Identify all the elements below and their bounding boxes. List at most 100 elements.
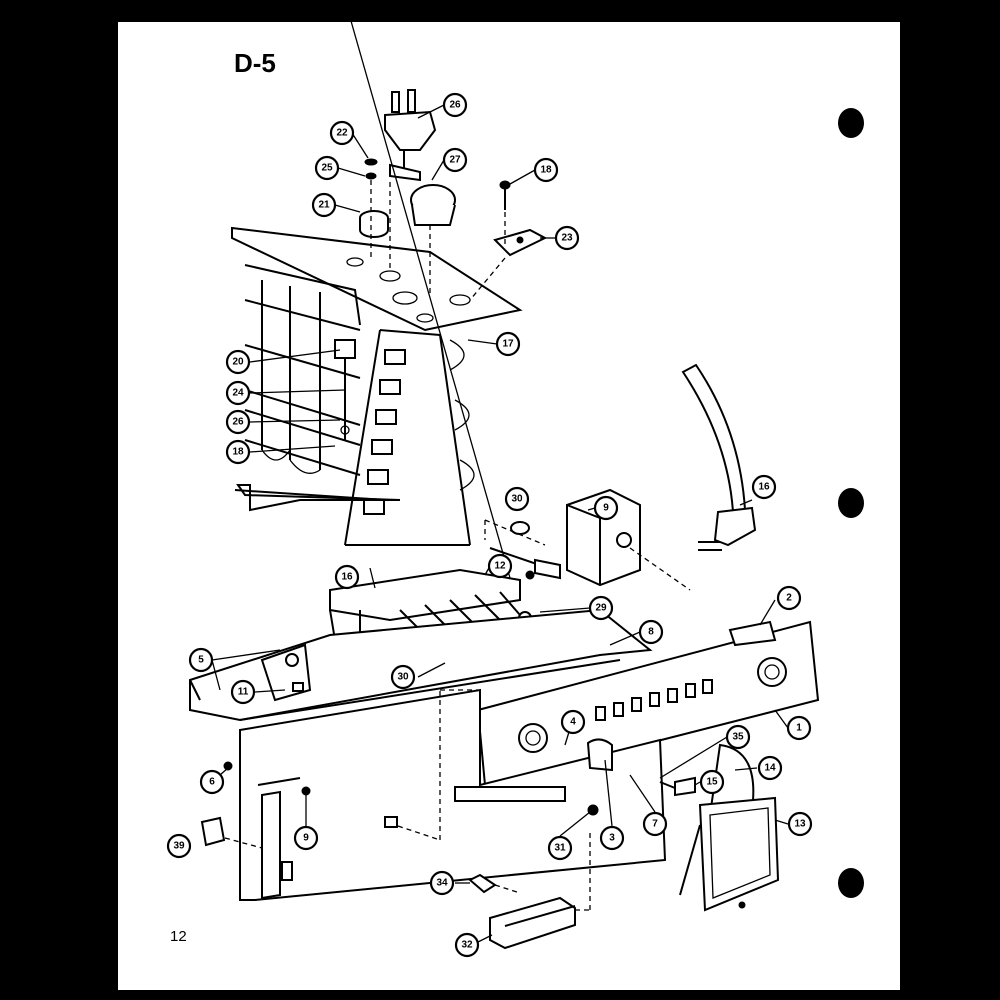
- callout-9: 9: [593, 495, 619, 521]
- callout-label: 29: [595, 603, 607, 614]
- callout-label: 5: [198, 655, 204, 666]
- callout-18: 18: [533, 157, 559, 183]
- callout-label: 26: [449, 100, 461, 111]
- switch-block-32: [489, 830, 591, 950]
- callout-22: 22: [329, 120, 355, 146]
- callout-4: 4: [560, 709, 586, 735]
- callout-13: 13: [787, 811, 813, 837]
- fill-tube-16: [681, 363, 757, 551]
- callout-31: 31: [547, 835, 573, 861]
- callout-label: 39: [173, 841, 185, 852]
- callout-8: 8: [638, 619, 664, 645]
- callout-3: 3: [599, 825, 625, 851]
- binder-hole-top: [838, 108, 864, 138]
- washers-22-25: [364, 158, 378, 180]
- mounting-plate: [231, 226, 523, 332]
- callout-label: 35: [732, 732, 744, 743]
- callout-2: 2: [776, 585, 802, 611]
- power-plug-top: [384, 89, 437, 170]
- switch-11: [260, 643, 312, 702]
- callout-16: 16: [751, 474, 777, 500]
- callout-5: 5: [188, 647, 214, 673]
- callout-30-b: 30: [390, 664, 416, 690]
- callout-24: 24: [225, 380, 251, 406]
- callout-25: 25: [314, 155, 340, 181]
- callout-label: 27: [449, 155, 461, 166]
- leader-lines: [211, 104, 789, 943]
- motor-9: [566, 488, 691, 591]
- ice-mold-assembly: [234, 264, 475, 546]
- callout-label: 3: [609, 833, 615, 844]
- bracket-27: [389, 163, 421, 182]
- callout-35: 35: [725, 724, 751, 750]
- callout-label: 7: [652, 819, 658, 830]
- thermostat-27: [410, 184, 456, 226]
- callout-label: 30: [511, 494, 523, 505]
- callout-15: 15: [699, 769, 725, 795]
- callout-label: 18: [232, 447, 244, 458]
- callout-39: 39: [166, 833, 192, 859]
- callout-label: 2: [786, 593, 792, 604]
- callout-14: 14: [757, 755, 783, 781]
- page-number: 12: [170, 928, 187, 945]
- callout-26: 26: [442, 92, 468, 118]
- callout-32: 32: [454, 932, 480, 958]
- callout-label: 16: [758, 482, 770, 493]
- callout-label: 17: [502, 339, 514, 350]
- cover-13: [679, 796, 780, 912]
- screw-34: [468, 873, 521, 894]
- callout-label: 4: [570, 717, 576, 728]
- callout-label: 26: [232, 417, 244, 428]
- callout-6: 6: [199, 769, 225, 795]
- front-panel-1: [476, 620, 820, 787]
- callout-11: 11: [230, 679, 256, 705]
- callout-23: 23: [554, 225, 580, 251]
- dashed-leaders-top: [370, 180, 506, 301]
- housing-5: [189, 608, 653, 722]
- lamp-socket-15: [659, 776, 696, 797]
- callout-1: 1: [786, 715, 812, 741]
- callout-21: 21: [311, 192, 337, 218]
- diagram-title: D-5: [234, 48, 276, 78]
- callout-label: 30: [397, 672, 409, 683]
- screw-18: [499, 180, 511, 210]
- callout-label: 24: [232, 388, 244, 399]
- callout-34: 34: [429, 870, 455, 896]
- binder-hole-middle: [838, 488, 864, 518]
- callout-9-b: 9: [293, 825, 319, 851]
- callout-30: 30: [504, 486, 530, 512]
- callout-26-b: 26: [225, 409, 251, 435]
- clamp-23: [493, 228, 548, 257]
- callout-label: 25: [321, 163, 333, 174]
- callout-label: 13: [794, 819, 806, 830]
- callout-label: 8: [648, 627, 654, 638]
- callout-27: 27: [442, 147, 468, 173]
- callout-20: 20: [225, 349, 251, 375]
- callout-label: 31: [554, 843, 566, 854]
- bushing-21: [359, 210, 389, 238]
- callout-label: 11: [238, 687, 249, 698]
- callout-7: 7: [642, 811, 668, 837]
- connector-block-39: [200, 816, 263, 849]
- callout-18-b: 18: [225, 439, 251, 465]
- callout-label: 16: [341, 572, 353, 583]
- callout-label: 6: [209, 777, 215, 788]
- callout-label: 21: [318, 200, 330, 211]
- callout-17: 17: [495, 331, 521, 357]
- callout-label: 23: [561, 233, 573, 244]
- callout-label: 34: [436, 878, 448, 889]
- callout-label: 14: [764, 763, 776, 774]
- callout-label: 15: [706, 777, 718, 788]
- callout-29: 29: [588, 595, 614, 621]
- callout-label: 1: [796, 723, 802, 734]
- callout-label: 9: [303, 833, 309, 844]
- callout-label: 22: [336, 128, 348, 139]
- callout-label: 9: [603, 503, 609, 514]
- callout-label: 32: [461, 940, 473, 951]
- callout-label: 20: [232, 357, 244, 368]
- callout-label: 12: [494, 561, 506, 572]
- callout-label: 18: [540, 165, 552, 176]
- binder-hole-bottom: [838, 868, 864, 898]
